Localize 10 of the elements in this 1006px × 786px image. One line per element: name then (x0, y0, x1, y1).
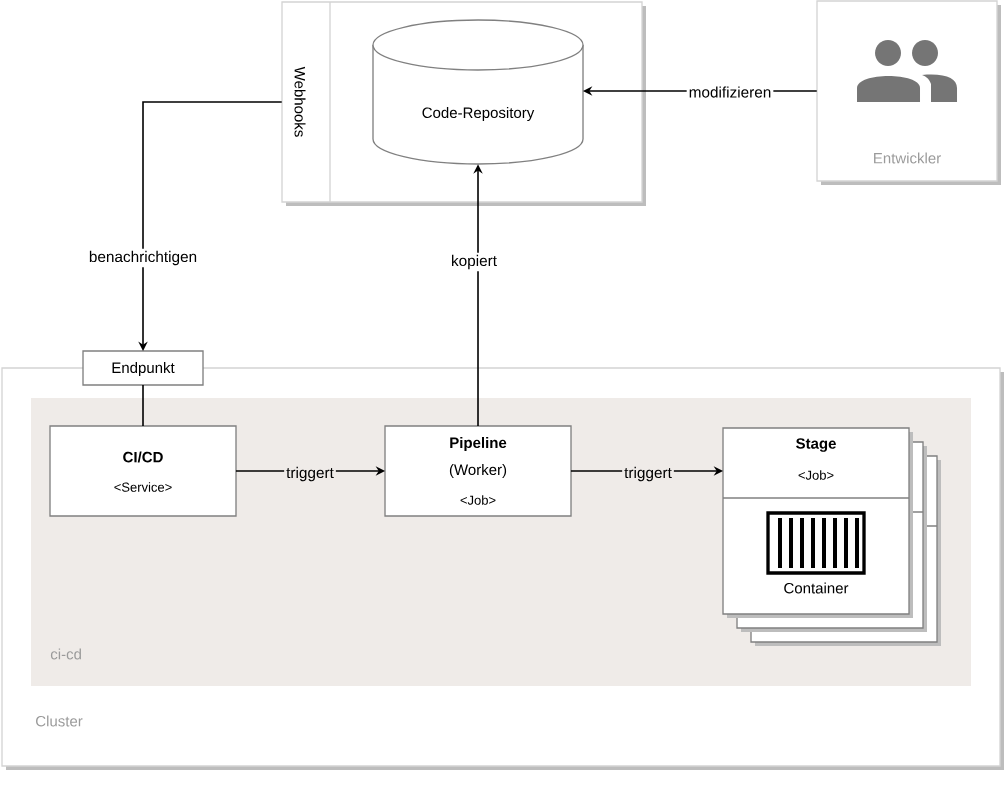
developer-card: Entwickler (816, 0, 1001, 185)
node-label: Stage (796, 438, 836, 452)
process-box: Endpunkt (82, 350, 204, 386)
edge-label: modifizieren (686, 84, 774, 100)
stage-stack: Stage <Job> Container (722, 427, 941, 646)
process-box: CI/CD <Service> (49, 425, 237, 517)
repository-cylinder: Code-Repository (372, 19, 584, 165)
edge-label: kopiert (449, 252, 499, 272)
edge-label: benachrichtigen (86, 248, 200, 268)
process-box: Pipeline (Worker) <Job> (384, 425, 572, 517)
